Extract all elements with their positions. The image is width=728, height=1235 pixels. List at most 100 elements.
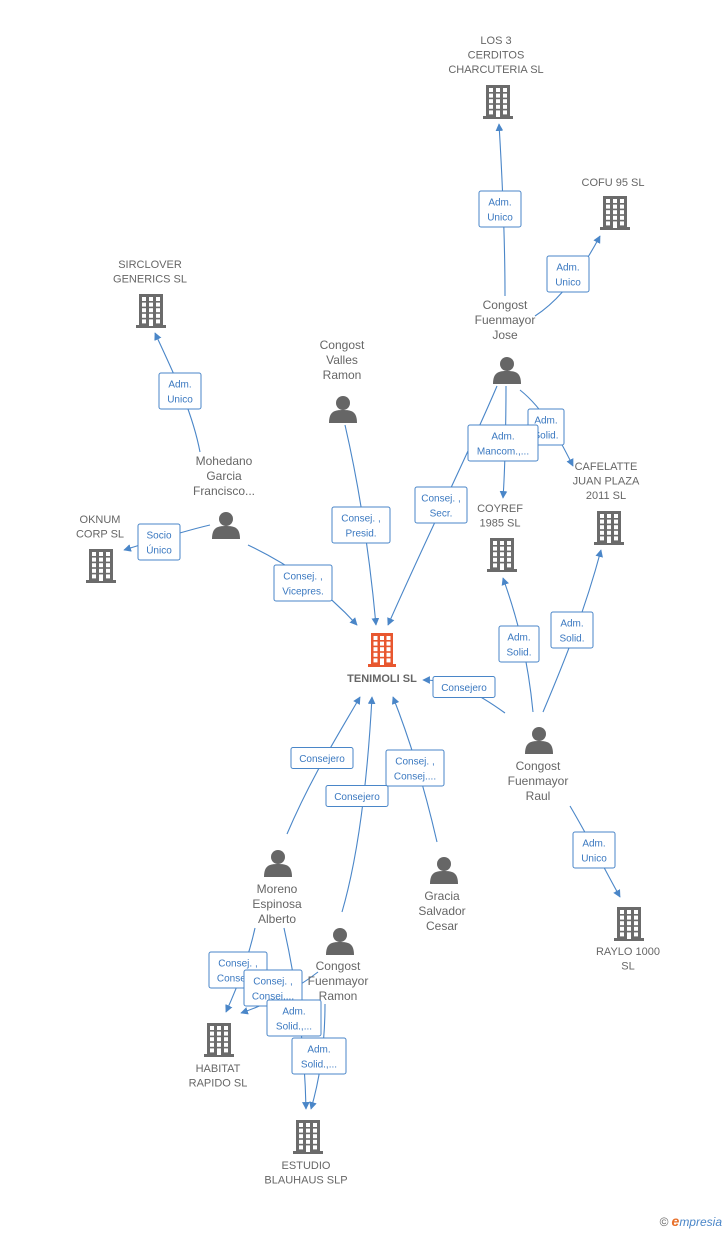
relation-label[interactable]: Consej. , Presid. — [331, 506, 391, 544]
person-icon — [430, 857, 458, 884]
relation-label-text: Consej.... — [394, 771, 436, 782]
relation-label[interactable]: Consej. ,Consej.... — [385, 749, 445, 787]
node-label: ESTUDIO — [282, 1160, 331, 1172]
relation-label[interactable]: Adm.Unico — [158, 372, 202, 410]
node-label: Jose — [492, 328, 518, 342]
relation-label[interactable]: Consej. , Consej.... — [243, 969, 303, 1007]
relation-label-box — [385, 749, 445, 787]
node-cofu[interactable]: COFU 95 SL — [582, 177, 645, 230]
relation-label-text: Unico — [581, 853, 607, 864]
relation-label[interactable]: Adm.Unico — [546, 255, 590, 293]
relation-label-box — [478, 190, 522, 228]
relation-label-text: Consej. , — [341, 513, 380, 524]
relation-label-text: Adm. — [534, 415, 557, 426]
building-icon — [594, 511, 624, 545]
node-label: Valles — [326, 353, 358, 367]
edge-labels-layer: Adm.UnicoAdm.UnicoAdm.Solid.Adm.Mancom.,… — [137, 190, 616, 1075]
relation-label[interactable]: Adm.Solid. — [498, 625, 540, 663]
relation-label[interactable]: Adm.Solid. — [550, 611, 594, 649]
relation-label-text: Solid. — [506, 647, 531, 658]
brand-initial: e — [671, 1213, 680, 1229]
relation-label-text: Solid.,... — [301, 1059, 337, 1070]
node-tenimoli[interactable]: TENIMOLI SL — [347, 633, 417, 685]
building-icon — [483, 85, 513, 119]
building-icon — [204, 1023, 234, 1057]
relation-label-box — [550, 611, 594, 649]
node-label: CHARCUTERIA SL — [448, 64, 543, 76]
relation-label-text: Consej.... — [252, 991, 294, 1002]
relation-label[interactable]: Consej. ,Secr. — [414, 486, 468, 524]
relation-label-text: Consej. , — [253, 976, 292, 987]
building-icon — [600, 196, 630, 230]
node-label: Garcia — [206, 469, 242, 483]
edges-layer — [123, 123, 621, 1110]
relation-label-box — [290, 747, 354, 769]
relation-label[interactable]: Adm.Unico — [478, 190, 522, 228]
building-icon — [368, 633, 396, 667]
node-label: BLAUHAUS SLP — [264, 1175, 347, 1187]
node-label: Congost — [316, 959, 361, 973]
relation-label-text: Presid. — [345, 528, 376, 539]
node-label: RAYLO 1000 — [596, 946, 660, 958]
relation-label[interactable]: Consejero — [290, 747, 354, 769]
footer-brand[interactable]: ©empresia — [660, 1213, 722, 1229]
relation-label-box — [158, 372, 202, 410]
relation-label-box — [266, 999, 322, 1037]
node-label: Congost — [483, 298, 528, 312]
person-icon — [264, 850, 292, 877]
node-label: RAPIDO SL — [189, 1078, 248, 1090]
node-estudio[interactable]: ESTUDIO BLAUHAUS SLP — [264, 1120, 348, 1187]
relation-label-box — [331, 506, 391, 544]
relation-label[interactable]: Adm.Solid.,... — [266, 999, 322, 1037]
relation-label[interactable]: Adm.Unico — [572, 831, 616, 869]
relation-label-text: Solid. — [533, 430, 558, 441]
building-icon — [86, 549, 116, 583]
relation-label-box — [467, 424, 539, 462]
node-label: Congost — [516, 759, 561, 773]
relation-label[interactable]: Adm.Solid.,... — [291, 1037, 347, 1075]
person-icon — [326, 928, 354, 955]
node-label: Congost — [320, 338, 365, 352]
relation-label-text: Vicepres. — [282, 586, 324, 597]
relation-label-text: Adm. — [556, 262, 579, 273]
person-icon — [525, 727, 553, 754]
node-label: OKNUM — [80, 514, 121, 526]
node-label: Mohedano — [196, 454, 253, 468]
node-mohedano[interactable]: MohedanoGarciaFrancisco... — [193, 454, 255, 539]
relation-label-box — [137, 523, 181, 561]
relation-label-box — [546, 255, 590, 293]
node-label: Ramon — [319, 989, 358, 1003]
brand-name: mpresia — [679, 1215, 722, 1229]
relation-label[interactable]: Adm.Mancom.,... — [467, 424, 539, 462]
node-label: GENERICS SL — [113, 274, 187, 286]
person-icon — [329, 396, 357, 423]
relation-label-text: Consej. , — [218, 958, 257, 969]
node-label: CERDITOS — [468, 50, 525, 62]
node-label: Cesar — [426, 919, 458, 933]
copyright-symbol: © — [659, 1215, 669, 1229]
node-label: COYREF — [477, 503, 523, 515]
building-icon — [293, 1120, 323, 1154]
relation-label[interactable]: Consejero — [325, 785, 389, 807]
relation-label-box — [325, 785, 389, 807]
relation-label-text: Adm. — [488, 197, 511, 208]
relation-label[interactable]: Consej. ,Vicepres. — [273, 564, 333, 602]
relation-label-text: Solid.,... — [276, 1021, 312, 1032]
relation-label[interactable]: Consejero — [432, 676, 496, 698]
